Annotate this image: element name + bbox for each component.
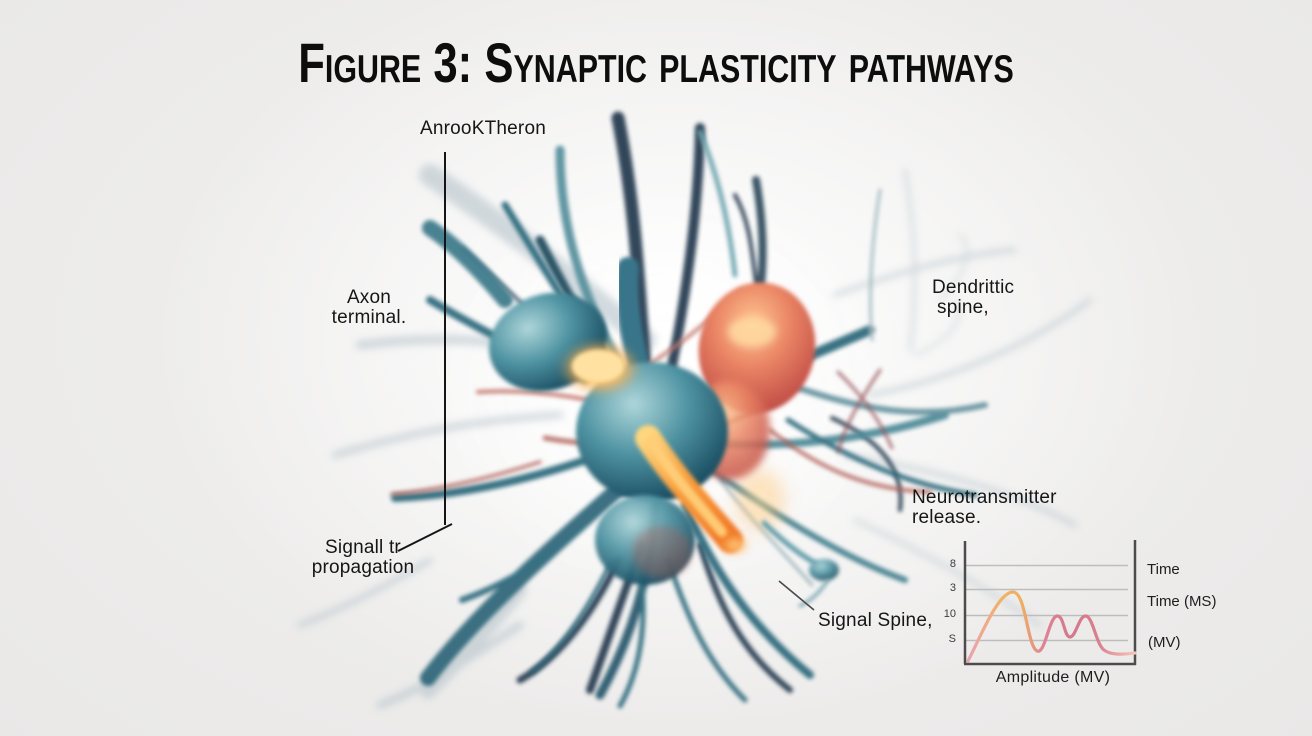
label-axon-terminal: Axon terminal. [294, 288, 444, 327]
chart-right-label-time-ms: Time (MS) [1147, 593, 1217, 610]
label-signal-propagation: Signall tr propagation [288, 538, 438, 577]
chart-gridlines [966, 564, 1128, 642]
label-signal-spine: Signal Spine, [818, 610, 933, 631]
label-neurotransmitter-release-line1: Neurotransmitter [912, 487, 1057, 508]
label-signal-propagation-line2: propagation [311, 557, 415, 578]
figure-title: Figure 3: Synaptic plasticity pathways [298, 31, 1014, 94]
signal-propagation-leader-line [397, 523, 453, 552]
label-axon-terminal-line1: Axon [346, 287, 392, 308]
label-axon-terminal-line2: terminal. [331, 307, 407, 328]
synapse-glow [545, 317, 800, 559]
chart-signal-curve [966, 590, 1137, 663]
label-signal-propagation-line1: Signall tr [325, 537, 401, 558]
label-dendritic-spine: Dendrittic spine, [932, 278, 1014, 317]
label-neurotransmitter-release: Neurotransmitter release. [912, 488, 1057, 527]
chart-ytick-1: 8 [949, 558, 956, 570]
chart-ytick-2: 3 [949, 582, 956, 594]
inset-chart-plot [963, 540, 1137, 666]
label-dendritic-spine-line1: Dendrittic [932, 277, 1015, 298]
label-top-neuron: AnrooKTheron [420, 118, 546, 139]
annotation-lines [397, 152, 815, 611]
spine-blob [761, 520, 839, 608]
chart-right-label-mv: (MV) [1148, 634, 1181, 651]
label-dendritic-spine-line2: spine, [937, 297, 989, 318]
chart-axes [963, 540, 1137, 666]
chart-ytick-3: 10 [943, 608, 956, 620]
chart-ytick-4: S [948, 633, 956, 645]
chart-right-label-time: Time [1147, 561, 1180, 578]
chart-x-axis-label: Amplitude (MV) [995, 669, 1111, 686]
label-neurotransmitter-release-line2: release. [912, 507, 982, 528]
signal-spine-leader-line [778, 580, 815, 611]
